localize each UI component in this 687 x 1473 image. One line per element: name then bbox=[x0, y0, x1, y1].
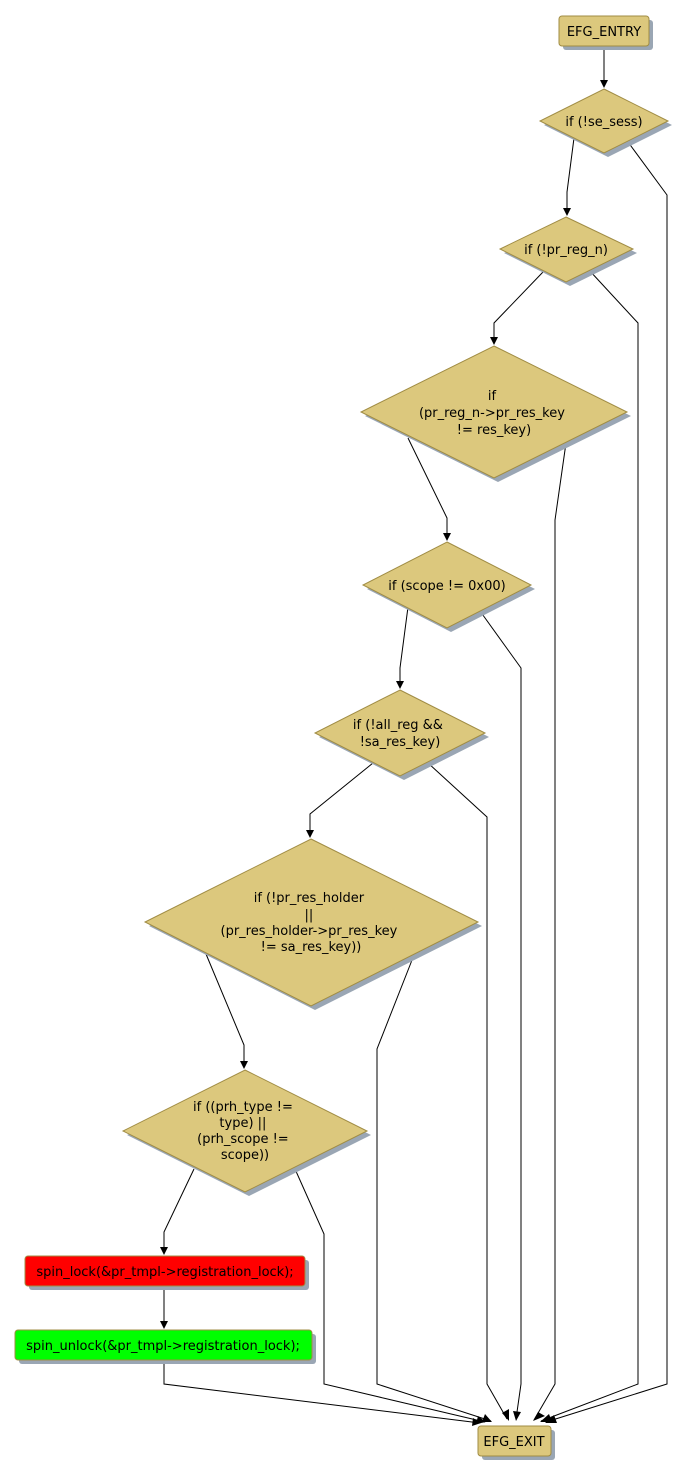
arrowhead bbox=[482, 1414, 492, 1422]
node-box bbox=[14, 1329, 313, 1361]
decision-prh-type: if ((prh_type != type) || (prh_scope != … bbox=[121, 1069, 371, 1196]
edge-se-sess-to-exit bbox=[545, 141, 668, 1423]
nodes: EFG_ENTRY if (!se_sess) if (!pr_reg_n) i… bbox=[14, 15, 672, 1460]
edge-scope-to-all-reg bbox=[399, 606, 409, 681]
decision-se-sess-label: if (!se_sess) bbox=[565, 115, 642, 130]
edge-all-reg-to-res-holder bbox=[309, 762, 374, 830]
edge-prh-type-to-spin-lock bbox=[163, 1168, 195, 1247]
edge-pr-reg-n-to-res-key bbox=[493, 271, 544, 337]
spin-unlock-label: spin_unlock(&pr_tmpl->registration_lock)… bbox=[26, 1339, 300, 1354]
decision-all-reg: if (!all_reg && !sa_res_key) bbox=[313, 689, 489, 780]
decision-all-reg-line-2: !sa_res_key) bbox=[360, 735, 441, 750]
arrowhead bbox=[160, 1321, 168, 1329]
edge-res-key-to-scope bbox=[407, 437, 448, 533]
node-diamond bbox=[121, 1069, 369, 1193]
decision-prh-type-line-4: scope)) bbox=[221, 1148, 269, 1163]
node-box bbox=[24, 1255, 306, 1287]
decision-scope: if (scope != 0x00) bbox=[361, 541, 535, 632]
arrowhead bbox=[563, 208, 571, 216]
decision-res-key-label: if (pr_reg_n->pr_res_key != res_key) bbox=[419, 389, 569, 438]
arrowhead bbox=[540, 1414, 552, 1422]
arrowhead bbox=[306, 830, 314, 838]
decision-prh-type-label: if ((prh_type != type) || (prh_scope != … bbox=[193, 1100, 297, 1163]
node-diamond bbox=[313, 689, 487, 777]
edge-spin-unlock-to-exit bbox=[163, 1360, 481, 1424]
node-diamond bbox=[361, 541, 533, 629]
decision-res-key-line-1: if bbox=[488, 389, 497, 404]
decision-res-key-line-3: != res_key) bbox=[457, 423, 531, 438]
entry-node: EFG_ENTRY bbox=[558, 15, 653, 50]
edge-all-reg-to-exit bbox=[427, 762, 508, 1420]
arrowhead bbox=[396, 681, 404, 689]
decision-res-holder: if (!pr_res_holder || (pr_res_holder->pr… bbox=[143, 838, 482, 1010]
edges bbox=[160, 46, 668, 1426]
node-box bbox=[477, 1425, 552, 1457]
node-diamond bbox=[143, 838, 480, 1007]
decision-prh-type-line-2: type) || bbox=[219, 1116, 266, 1131]
arrowhead bbox=[600, 80, 608, 88]
spin-unlock-node: spin_unlock(&pr_tmpl->registration_lock)… bbox=[14, 1329, 316, 1364]
decision-res-holder-line-2: || bbox=[305, 908, 314, 923]
exit-node: EFG_EXIT bbox=[477, 1425, 555, 1460]
edge-se-sess-to-pr-reg-n bbox=[566, 137, 575, 208]
spin-lock-node: spin_lock(&pr_tmpl->registration_lock); bbox=[24, 1255, 309, 1290]
decision-res-holder-line-4: != sa_res_key)) bbox=[261, 940, 362, 955]
edge-res-holder-to-exit bbox=[376, 954, 492, 1422]
decision-scope-label: if (scope != 0x00) bbox=[388, 579, 505, 594]
edge-res-key-to-exit bbox=[533, 442, 567, 1421]
decision-res-holder-line-3: (pr_res_holder->pr_res_key bbox=[221, 924, 398, 939]
decision-prh-type-line-3: (prh_scope != bbox=[197, 1132, 289, 1147]
edge-pr-reg-n-to-exit bbox=[540, 269, 639, 1422]
decision-prh-type-line-1: if ((prh_type != bbox=[193, 1100, 293, 1115]
decision-res-key-line-2: (pr_reg_n->pr_res_key bbox=[419, 406, 565, 421]
edge-prh-type-to-exit bbox=[294, 1168, 486, 1423]
node-box bbox=[558, 15, 650, 47]
entry-label: EFG_ENTRY bbox=[567, 25, 641, 40]
decision-se-sess: if (!se_sess) bbox=[538, 88, 672, 157]
decision-res-holder-line-1: if (!pr_res_holder bbox=[254, 891, 365, 906]
decision-res-holder-label: if (!pr_res_holder || (pr_res_holder->pr… bbox=[221, 891, 402, 955]
node-diamond bbox=[359, 345, 629, 479]
decision-pr-reg-n: if (!pr_reg_n) bbox=[498, 216, 637, 286]
arrowhead bbox=[160, 1247, 168, 1255]
spin-lock-label: spin_lock(&pr_tmpl->registration_lock); bbox=[36, 1265, 293, 1280]
edge-scope-to-exit bbox=[479, 610, 522, 1420]
arrowhead bbox=[490, 337, 498, 345]
decision-all-reg-line-1: if (!all_reg && bbox=[353, 718, 443, 733]
exit-label: EFG_EXIT bbox=[483, 1435, 544, 1450]
arrowhead bbox=[443, 533, 451, 541]
decision-res-key: if (pr_reg_n->pr_res_key != res_key) bbox=[359, 345, 631, 482]
node-diamond bbox=[538, 88, 670, 154]
arrowhead bbox=[472, 1418, 481, 1426]
arrowhead bbox=[513, 1411, 521, 1421]
edge-res-holder-to-prh-type bbox=[205, 953, 245, 1061]
arrowhead bbox=[502, 1409, 509, 1421]
node-diamond bbox=[498, 216, 635, 283]
decision-all-reg-label: if (!all_reg && !sa_res_key) bbox=[353, 718, 447, 750]
arrowhead bbox=[240, 1061, 248, 1069]
arrowhead bbox=[533, 1412, 545, 1421]
decision-pr-reg-n-label: if (!pr_reg_n) bbox=[524, 243, 608, 258]
